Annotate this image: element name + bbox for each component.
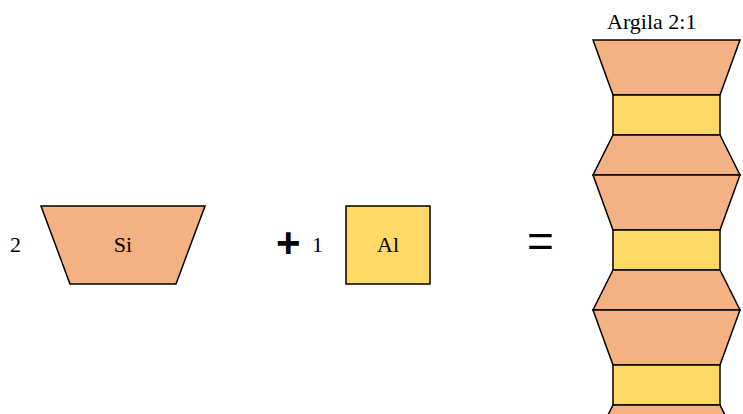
alumina-octahedron-sheet: Al bbox=[345, 205, 431, 285]
count-number: 2 bbox=[10, 234, 21, 256]
element-symbol: Si bbox=[40, 205, 206, 285]
plus-sign: + bbox=[276, 222, 301, 264]
count-number: 1 bbox=[312, 234, 323, 256]
structure-title: Argila 2:1 bbox=[607, 11, 696, 33]
equals-sign: = bbox=[527, 218, 554, 264]
element-symbol: Al bbox=[345, 205, 431, 285]
silica-tetrahedron-sheet: Si bbox=[40, 205, 206, 285]
